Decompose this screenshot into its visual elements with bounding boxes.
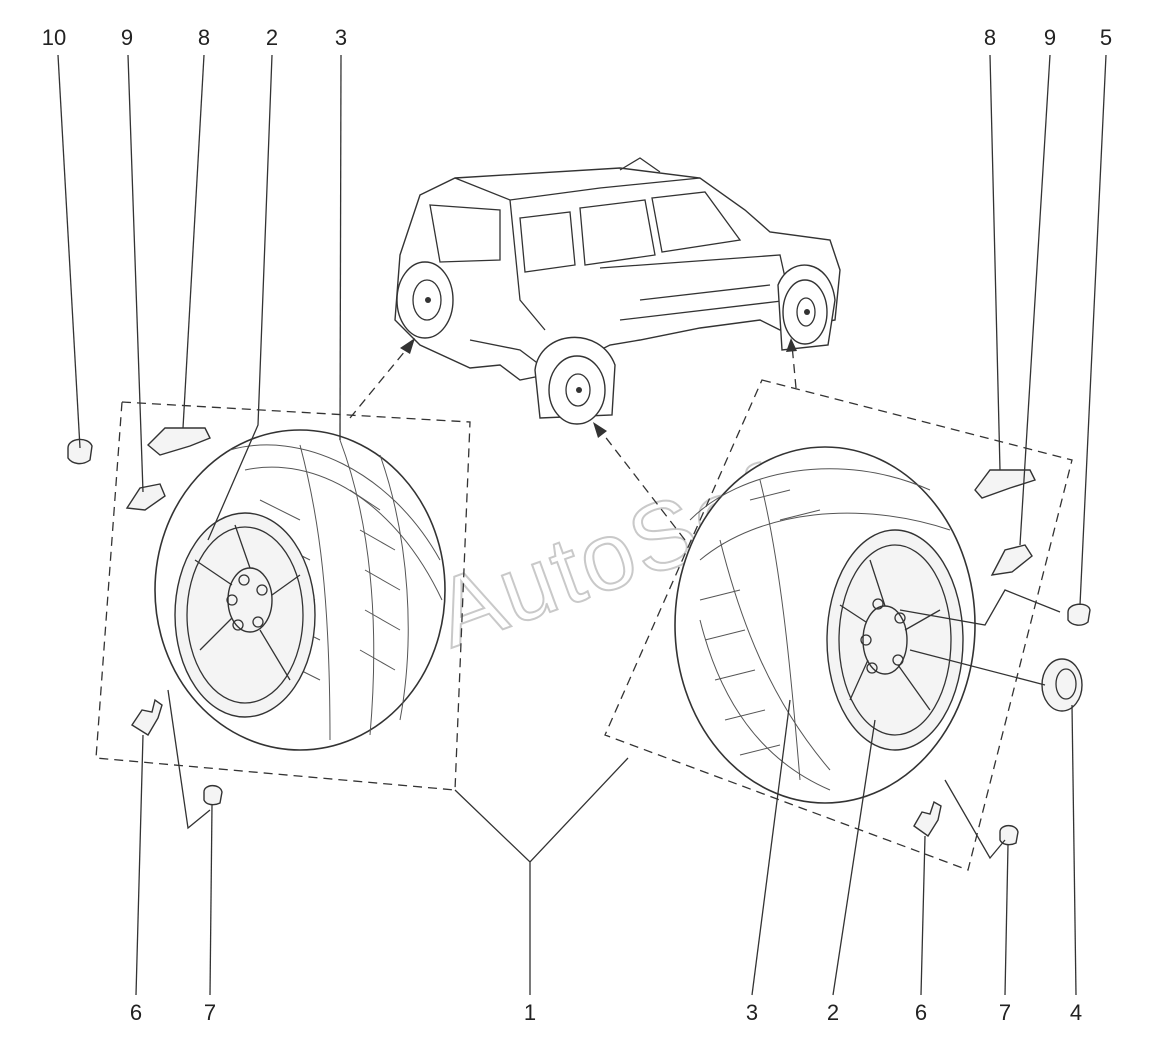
callout-8-left: 8 [198,25,210,50]
bracket-callout-1 [454,757,629,995]
arrow-head-spare [400,338,415,354]
left-wheel-group [57,54,471,996]
part-10-nut [67,438,93,465]
callout-8-right: 8 [984,25,996,50]
part-6-valve-left [131,698,163,736]
part-9-balance-weight-right [990,544,1033,576]
right-wheel-group [604,54,1107,996]
part-7-valve-cap-left [203,784,223,806]
callout-5: 5 [1100,25,1112,50]
callout-2-right: 2 [827,1000,839,1025]
part-5-nut-right [1067,603,1091,626]
callout-7-left: 7 [204,1000,216,1025]
callout-4: 4 [1070,1000,1082,1025]
callout-1: 1 [524,1000,536,1025]
callout-9-left: 9 [121,25,133,50]
callout-3-right: 3 [746,1000,758,1025]
callout-3-left: 3 [335,25,347,50]
arrow-head-front [786,338,797,352]
part-6-valve-right [913,800,942,838]
part-8-balance-weight-left [146,427,211,456]
assembly-arrows [349,338,797,541]
arrow-head-rear [593,422,607,438]
callout-7-right: 7 [999,1000,1011,1025]
callout-10: 10 [42,25,66,50]
callout-labels: 10 9 8 2 3 8 9 5 6 7 1 3 2 6 7 4 [42,25,1112,1025]
vehicle-illustration [394,157,841,425]
part-8-balance-weight-right [974,469,1036,499]
callout-6-left: 6 [130,1000,142,1025]
part-9-balance-weight-left [125,483,166,511]
callout-2-left: 2 [266,25,278,50]
callout-9-right: 9 [1044,25,1056,50]
callout-6-right: 6 [915,1000,927,1025]
